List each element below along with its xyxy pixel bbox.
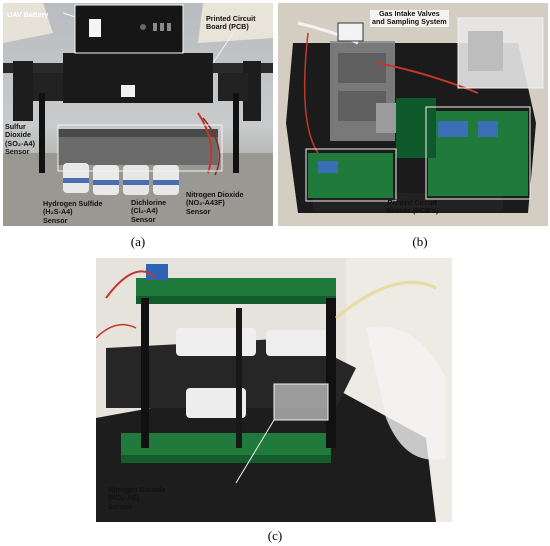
label-pcb: Printed Circuit Board (PCB) (206, 14, 256, 32)
label-gas-intake: Gas Intake Valves and Sampling System (370, 9, 449, 27)
panel-a-photo: UAV Battery Printed Circuit Board (PCB) … (3, 3, 273, 226)
label-cl2-sensor: Dichlorine (Cl₂-A4) Sensor (131, 198, 167, 224)
panel-c-photo: Nitrogen Dioxide (NO₂-AE) Sensor (96, 258, 452, 522)
label-h2s-sensor: Hydrogen Sulfide (H₂S-A4) Sensor (43, 199, 103, 225)
label-no2-sensor: Nitrogen Dioxide (NO₂-A43F) Sensor (186, 190, 244, 216)
label-pcbs: Printed Circuit Boards (PCB's) (386, 198, 439, 216)
caption-c: (c) (267, 528, 283, 543)
label-uav-battery: UAV Battery (7, 10, 49, 19)
caption-a: (a) (130, 234, 146, 249)
sampling-system-photo (278, 3, 548, 226)
panel-b-photo: Gas Intake Valves and Sampling System Pr… (278, 3, 548, 226)
caption-b: (b) (412, 234, 428, 249)
label-no2-ae-sensor: Nitrogen Dioxide (NO₂-AE) Sensor (108, 485, 166, 511)
uav-sensor-photo (3, 3, 273, 226)
label-so2-sensor: Sulfur Dioxide (SO₂-A4) Sensor (5, 122, 35, 157)
stacked-pcb-photo (96, 258, 452, 522)
